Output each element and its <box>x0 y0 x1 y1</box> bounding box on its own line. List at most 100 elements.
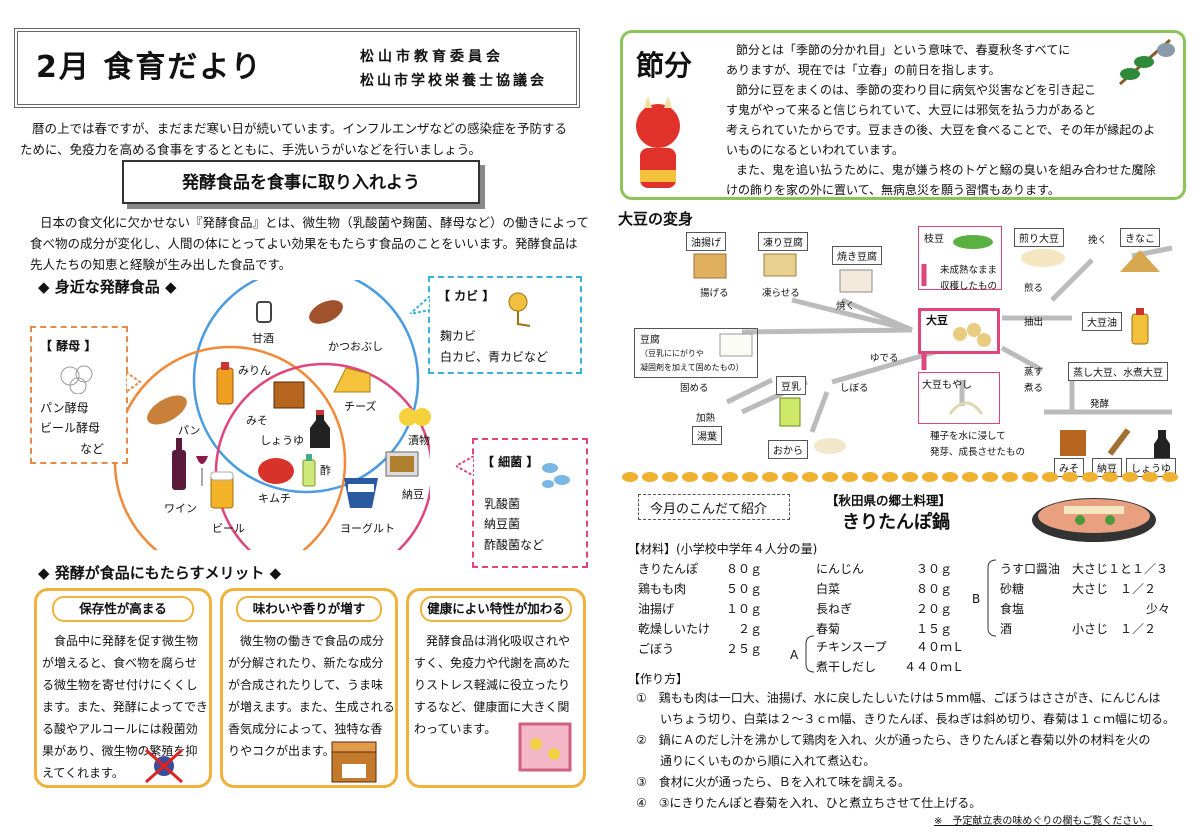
label-yogurt: ヨーグルト <box>340 522 395 535</box>
footer-note: ※ 予定献立表の味めぐりの欄もご覧ください。 <box>934 816 1153 827</box>
ing-col1-name-5: ごぼう <box>638 642 675 656</box>
merit-text-3-4: するなど、健康面に大きく関 <box>414 700 570 714</box>
merit-text-1-2: が増えると、食べ物を腐らせ <box>42 656 197 670</box>
bacteria-callout-pointer <box>456 456 474 476</box>
edamame-icon <box>953 235 993 249</box>
ferment-intro-line-1: 日本の食文化に欠かせない『発酵食品』とは、微生物（乳酸菌や麹菌、酵母など）の働き… <box>40 215 590 230</box>
yeast-callout-pointer <box>126 372 142 392</box>
moyashi-box <box>918 372 1000 424</box>
recipe-region: 【秋田県の郷土料理】 <box>826 493 952 508</box>
soymilk-icon <box>779 397 801 427</box>
flow-katameru: 固める <box>680 383 709 394</box>
setsubun-line-1: 節分とは「季節の分かれ目」という意味で、春夏秋冬すべてに <box>736 43 1071 57</box>
aburaage-icon <box>693 253 727 279</box>
ing-a-name-1: チキンスープ <box>816 640 887 654</box>
step-2-line-1: ② 鍋にＡのだし汁を沸かして鶏肉を入れ、火が通ったら、きりたんぽと春菊以外の材料… <box>636 733 1151 747</box>
flow-koya-tofu: 凍り豆腐 <box>758 232 808 251</box>
b-bracket <box>987 559 997 637</box>
ing-col2-name-4: 春菊 <box>816 622 841 636</box>
beer-icon <box>210 471 234 509</box>
flow-niru: 煮る <box>1024 383 1044 394</box>
ing-col2-amt-3: ２０ｇ <box>916 602 953 616</box>
setsubun-title: 節分 <box>636 49 693 82</box>
yeast-item-2: ビール酵母 <box>40 421 101 435</box>
steps-heading: 【作り方】 <box>628 672 689 686</box>
newsletter-title: 2月 食育だより <box>36 50 263 85</box>
merit-text-1-7: えてくれます。 <box>42 766 124 780</box>
soy-flow-arrows <box>725 245 1173 433</box>
merit-text-1-6: 果があり、微生物の繁殖を抑 <box>42 744 198 758</box>
ing-b-name-2: 砂糖 <box>1000 582 1025 596</box>
mold-circle <box>192 280 420 494</box>
step-2-line-2: 通りにくいものから順に入れて煮込む。 <box>636 754 876 768</box>
title-box <box>14 28 580 108</box>
yeast-item-1: パン酵母 <box>40 401 89 415</box>
bacteria-item-3: 酢酸菌など <box>484 538 545 552</box>
label-pan: パン <box>178 424 201 437</box>
miso-icon <box>273 381 305 409</box>
intro-line-1: 暦の上では春ですが、まだまだ寒い日が続いています。インフルエンザなどの感染症を予… <box>32 121 568 136</box>
soy-oil-icon <box>1131 308 1149 345</box>
bread-icon <box>147 395 187 425</box>
flow-daizu: 大豆 <box>926 314 948 327</box>
merit-text-2-2: が分解されたり、新たな成分 <box>228 656 384 670</box>
mold-item-1: 麹カビ <box>440 329 477 343</box>
menu-label-box <box>638 494 790 520</box>
intro-line-2: ために、免疫力を高める食事をするとともに、手洗いうがいなどを行いましょう。 <box>20 142 482 157</box>
merit-text-2-3: が合成されたりして、うま味 <box>228 678 384 692</box>
ing-col2-name-1: にんじん <box>816 562 865 576</box>
merit-text-3-2: すく、免疫力や代謝を高めた <box>414 656 571 670</box>
tsukemono-icon <box>399 408 431 426</box>
flow-shiboru: しぼる <box>840 383 869 394</box>
label-tsukemono: 漬物 <box>408 434 430 447</box>
tofu-icon <box>719 333 753 357</box>
familiar-foods-heading: ◆ 身近な発酵食品 ◆ <box>38 278 177 296</box>
holly-sardine-icon <box>1119 38 1175 86</box>
ferment-intro-line-2: 食べ物の成分が変化し、人間の体にとってよい効果をもたらす食品のことをいいます。発… <box>30 236 578 251</box>
ing-col2-amt-4: １５ｇ <box>916 622 953 636</box>
setsubun-line-7: また、鬼を追い払うために、鬼が嫌う柊のトゲと鰯の臭いを組み合わせた魔除 <box>736 163 1156 177</box>
label-wine: ワイン <box>164 502 197 515</box>
merits-heading: ◆ 発酵が食品にもたらすメリット ◆ <box>38 564 282 582</box>
ferment-intro-line-3: 先人たちの知恵と経験が生み出した食品です。 <box>30 257 292 272</box>
bean-divider <box>622 472 1178 482</box>
banner-title: 発酵食品を食事に取り入れよう <box>182 173 420 193</box>
flow-aburaage: 油揚げ <box>686 232 726 251</box>
ing-col1-name-3: 油揚げ <box>638 602 675 616</box>
ing-col1-amt-3: １０ｇ <box>726 602 763 616</box>
mold-item-2: 白カビ、青カビなど <box>440 350 549 364</box>
mold-callout <box>428 276 582 374</box>
intestine-icon <box>518 722 572 772</box>
soy-heading: 大豆の変身 <box>618 210 694 228</box>
flow-tonyu: 豆乳 <box>776 376 806 395</box>
ing-a-amt-1: ４０ｍＬ <box>916 640 965 654</box>
org-name-1: 松山市教育委員会 <box>360 49 504 65</box>
ing-col2-amt-1: ３０ｇ <box>916 562 953 576</box>
yaki-tofu-icon <box>839 269 873 293</box>
iri-daizu-icon <box>1021 249 1065 267</box>
flow-tofu-note-2: 凝固剤を加えて固めたもの） <box>640 363 744 372</box>
flow-moyashi-note-2: 発芽、成長させたもの <box>930 447 1026 458</box>
label-natto: 納豆 <box>402 488 424 501</box>
label-su: 酢 <box>320 464 331 477</box>
merit-text-2-1: 微生物の働きで食品の成分 <box>240 634 385 648</box>
fermented-soy-icons <box>1060 428 1170 458</box>
koya-tofu-icon <box>763 253 797 277</box>
moyashi-icon <box>948 401 984 415</box>
mold-callout-pointer <box>410 296 430 314</box>
flow-koraseru: 凍らせる <box>762 288 800 299</box>
flow-kinako: きなこ <box>1120 228 1160 247</box>
merit-text-1-5: る酸やアルコールには殺菌効 <box>42 722 198 736</box>
flow-iru: 煎る <box>1024 283 1044 294</box>
setsubun-line-4: す鬼がやって来ると信じられていて、大豆には邪気を払う力があると <box>726 103 1097 117</box>
ing-col1-amt-1: ８０ｇ <box>726 562 763 576</box>
flow-kanetsu: 加熱 <box>696 413 716 424</box>
banner-box <box>122 160 480 204</box>
ing-col1-amt-5: ２５ｇ <box>726 642 763 656</box>
bacteria-title: 【 細菌 】 <box>482 455 539 469</box>
merit-title-flavor: 味わいや香りが増す <box>236 596 382 622</box>
mold-title: 【 カビ 】 <box>438 289 495 303</box>
label-katsuobushi: かつおぶし <box>328 340 383 353</box>
katsuobushi-icon <box>309 300 343 324</box>
ing-col2-name-3: 長ねぎ <box>816 602 853 616</box>
